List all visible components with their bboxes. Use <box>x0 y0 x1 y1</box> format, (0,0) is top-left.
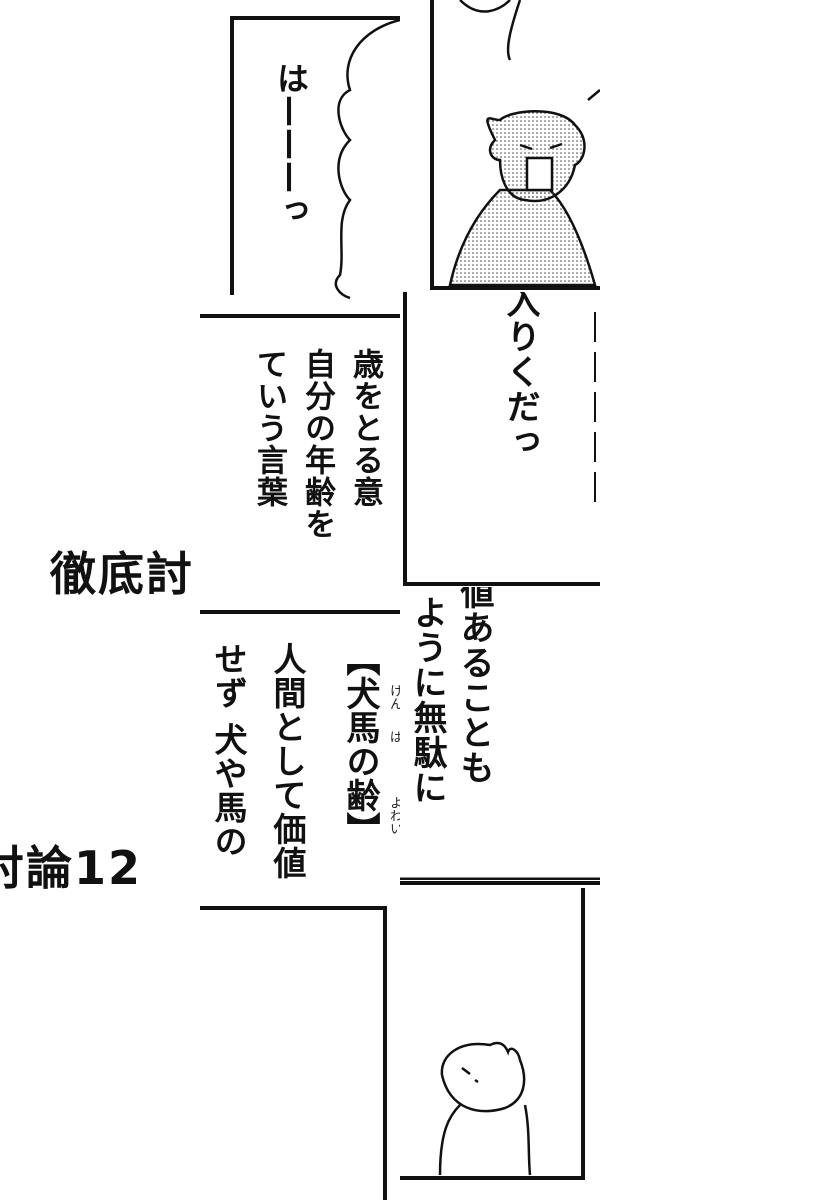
term-ruby-yowai: よわい <box>387 796 400 835</box>
term-label: 【犬馬の齢】 <box>340 642 380 846</box>
panel-frame <box>200 610 400 614</box>
explain-col-3: ていう言葉 <box>251 348 287 508</box>
explain-col-2: 自分の年齢を <box>299 348 335 540</box>
panel-shout: 入りくだっ <box>400 292 600 587</box>
term-ruby-ken: けん <box>387 684 400 710</box>
panel-dog <box>400 0 600 292</box>
panel-frame <box>200 314 400 318</box>
panel-character <box>400 880 600 1185</box>
lower-col-2: せず 犬や馬の <box>209 642 248 859</box>
character-illustration <box>400 881 600 1180</box>
explain-col-1: 歳をとる意 <box>347 348 383 508</box>
sigh-text: は———っ <box>272 62 310 227</box>
lower-col-1: 人間として価値 <box>268 642 307 880</box>
panel-frame <box>230 16 400 300</box>
meaning-col-1: 値あることも <box>454 587 494 785</box>
speech-bubble-edge <box>334 18 400 300</box>
panel-explanation: 歳をとる意 自分の年齢を ていう言葉 <box>200 300 400 600</box>
panel-meaning: 値あることも ように無駄に <box>400 587 600 880</box>
series-title-bottom: 討論12 <box>0 841 143 895</box>
panel-frame <box>200 906 387 1200</box>
panel-empty <box>200 900 400 1200</box>
series-title-top: 徹底討 <box>50 547 194 601</box>
panel-term: 【犬馬の齢】 けん ば よわい 人間として価値 せず 犬や馬の <box>200 600 400 900</box>
shout-text: 入りくだっ <box>500 292 540 459</box>
panel-sigh: は———っ <box>200 0 400 300</box>
term-ruby-ba: ば <box>387 730 400 743</box>
panel-frame <box>403 292 600 586</box>
meaning-col-2: ように無駄に <box>407 595 447 805</box>
dog-character-illustration <box>430 0 600 290</box>
